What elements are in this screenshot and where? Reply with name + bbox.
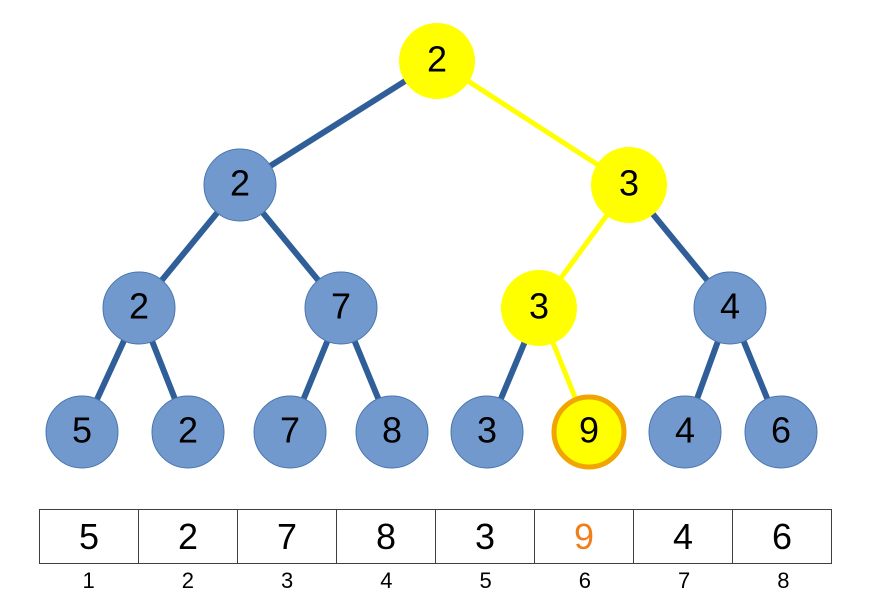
node-circle (355, 395, 429, 469)
node-circle (102, 271, 176, 345)
node-label: 3 (619, 163, 639, 204)
node-circle (551, 394, 627, 470)
array-cell-1: 5 (39, 509, 139, 564)
array-cell-6: 9 (534, 509, 634, 564)
array-cell-8: 6 (732, 509, 832, 564)
tree-node-n3-highlight: 3 (591, 147, 667, 223)
node-circle (450, 395, 524, 469)
node-label: 2 (427, 39, 447, 80)
tree-node-l4: 8 (355, 395, 429, 469)
node-circle (648, 395, 722, 469)
tree-node-l3: 7 (253, 395, 327, 469)
node-label: 5 (72, 410, 92, 451)
node-label: 8 (382, 410, 402, 451)
node-label: 7 (331, 286, 351, 327)
tree-node-l7: 4 (648, 395, 722, 469)
node-circle (253, 395, 327, 469)
tree-node-n5: 7 (304, 271, 378, 345)
tree-node-n2: 2 (203, 148, 277, 222)
node-label: 2 (230, 163, 250, 204)
node-label: 3 (477, 410, 497, 451)
tree-node-l6-selected: 9 (551, 394, 627, 470)
tree-node-n6-highlight: 3 (501, 270, 577, 346)
node-label: 2 (178, 410, 198, 451)
index-row: 1 2 3 4 5 6 7 8 (39, 568, 833, 594)
node-circle (399, 23, 475, 99)
node-circle (203, 148, 277, 222)
array-cell-3: 7 (237, 509, 337, 564)
array-index-4: 4 (380, 568, 393, 593)
tree-node-l1: 5 (45, 395, 119, 469)
heap-tree: 2 2 3 2 7 3 4 5 2 7 8 3 9 4 6 (45, 23, 818, 470)
array-index-6: 6 (578, 568, 591, 593)
tree-node-l8: 6 (744, 395, 818, 469)
array-cell-5: 3 (435, 509, 535, 564)
tree-node-l2: 2 (151, 395, 225, 469)
node-label: 4 (720, 286, 740, 327)
tree-node-n4: 2 (102, 271, 176, 345)
tree-edge-n1-n2 (238, 58, 439, 188)
node-circle (151, 395, 225, 469)
tree-node-l5: 3 (450, 395, 524, 469)
node-circle (45, 395, 119, 469)
tree-node-n7: 4 (693, 271, 767, 345)
array-index-1: 1 (82, 568, 95, 593)
node-circle (591, 147, 667, 223)
array-index-7: 7 (678, 568, 691, 593)
node-label: 6 (771, 410, 791, 451)
array-cell-4: 8 (336, 509, 436, 564)
array-cell-7: 4 (633, 509, 733, 564)
array-cell-2: 2 (138, 509, 238, 564)
node-label: 9 (579, 410, 599, 451)
array-index-2: 2 (181, 568, 194, 593)
tree-node-n1-highlight: 2 (399, 23, 475, 99)
node-label: 3 (529, 286, 549, 327)
array-index-3: 3 (281, 568, 294, 593)
node-circle (693, 271, 767, 345)
highlighted-edge-n1-n3 (435, 58, 631, 188)
array-index-8: 8 (777, 568, 790, 593)
node-circle (501, 270, 577, 346)
node-circle (744, 395, 818, 469)
node-label: 7 (280, 410, 300, 451)
array-index-5: 5 (479, 568, 492, 593)
node-circle (304, 271, 378, 345)
node-label: 2 (129, 286, 149, 327)
node-label: 4 (675, 410, 695, 451)
